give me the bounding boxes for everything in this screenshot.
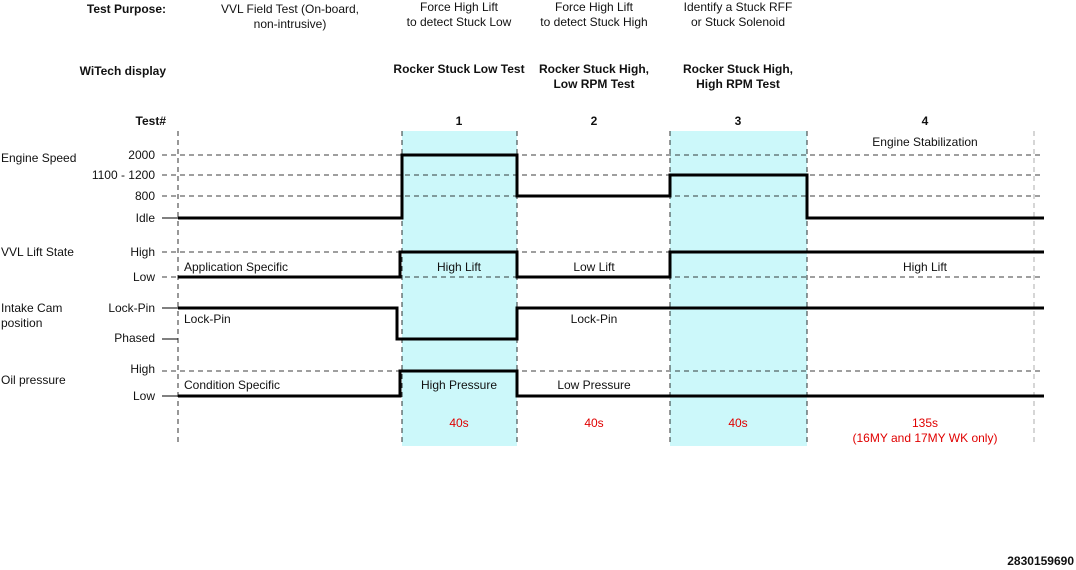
witech-test1-name: Rocker Stuck Low Test — [393, 62, 524, 76]
oil-pressure-waveform — [178, 369, 1044, 398]
engine-speed-label: Engine Speed — [1, 151, 76, 165]
witech-test2-line2: Low RPM Test — [553, 77, 634, 91]
vvl-high-lift-test4: High Lift — [903, 260, 948, 274]
engine-speed-level-800: 800 — [135, 189, 155, 203]
figure-id: 2830159690 — [1007, 554, 1074, 568]
test3-highlight — [670, 131, 807, 446]
duration-test4: 135s — [912, 416, 938, 430]
test-number-1: 1 — [456, 114, 463, 128]
intake-cam-lock-pin-left: Lock-Pin — [184, 312, 231, 326]
level-ticks — [162, 217, 178, 397]
test-purpose-heading: Test Purpose: — [87, 2, 166, 16]
oil-pressure-level-high: High — [130, 362, 155, 376]
purpose-field-test-line1: VVL Field Test (On-board, — [221, 2, 359, 16]
duration-test2: 40s — [584, 416, 603, 430]
intake-cam-lock-pin-test2: Lock-Pin — [571, 312, 618, 326]
vvl-high-lift-test1: High Lift — [437, 260, 482, 274]
test-number-2: 2 — [591, 114, 598, 128]
vvl-low-lift-test2: Low Lift — [573, 260, 615, 274]
intake-cam-level-lock-pin: Lock-Pin — [108, 301, 155, 315]
vvl-lift-level-low: Low — [133, 270, 155, 284]
oil-condition-specific: Condition Specific — [184, 378, 280, 392]
vvl-lift-label: VVL Lift State — [1, 245, 74, 259]
oil-pressure-level-low: Low — [133, 389, 155, 403]
purpose-test2-line1: Force High Lift — [555, 0, 634, 14]
duration-test3: 40s — [728, 416, 747, 430]
intake-cam-level-phased: Phased — [114, 331, 155, 345]
engine-speed-level-2000: 2000 — [128, 148, 155, 162]
oil-pressure-label: Oil pressure — [1, 373, 66, 387]
purpose-field-test-line2: non-intrusive) — [254, 17, 327, 31]
engine-speed-level-1100-1200: 1100 - 1200 — [92, 168, 155, 182]
purpose-test2-line2: to detect Stuck High — [540, 15, 647, 29]
witech-display-heading: WiTech display — [80, 64, 167, 78]
column-separators — [177, 131, 1035, 446]
engine-stabilization-note: Engine Stabilization — [872, 135, 977, 149]
vvl-application-specific: Application Specific — [184, 260, 288, 274]
test-number-heading: Test# — [136, 114, 167, 128]
intake-cam-waveform — [178, 306, 1044, 341]
witech-test2-line1: Rocker Stuck High, — [539, 62, 649, 76]
duration-test4-note: (16MY and 17MY WK only) — [853, 431, 998, 445]
purpose-test1-line2: to detect Stuck Low — [407, 15, 512, 29]
purpose-test3-line1: Identify a Stuck RFF — [684, 0, 793, 14]
oil-low-pressure-test2: Low Pressure — [557, 378, 631, 392]
witech-test3-line1: Rocker Stuck High, — [683, 62, 793, 76]
test-number-4: 4 — [922, 114, 929, 128]
vvl-lift-waveform — [178, 250, 1044, 279]
intake-cam-label-line2: position — [1, 316, 42, 330]
test1-highlight — [402, 131, 517, 446]
purpose-test1-line1: Force High Lift — [420, 0, 499, 14]
purpose-test3-line2: or Stuck Solenoid — [691, 15, 785, 29]
test-number-3: 3 — [735, 114, 742, 128]
engine-speed-level-idle: Idle — [136, 211, 156, 225]
oil-high-pressure-test1: High Pressure — [421, 378, 497, 392]
engine-speed-waveform — [178, 153, 1044, 220]
intake-cam-label-line1: Intake Cam — [1, 301, 62, 315]
vvl-lift-level-high: High — [130, 245, 155, 259]
witech-test3-line2: High RPM Test — [696, 77, 780, 91]
duration-test1: 40s — [449, 416, 468, 430]
